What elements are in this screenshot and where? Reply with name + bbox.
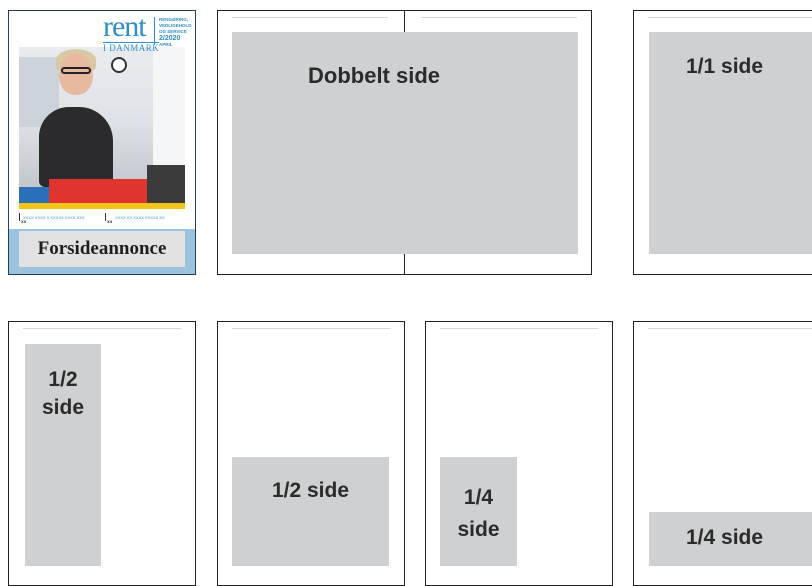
double-page-spread: Dobbelt side <box>217 10 592 275</box>
magazine-logo: rent I DANMARK <box>103 13 159 53</box>
half-page-vertical: 1/2 side <box>8 321 196 586</box>
issue-number: 2/2020 <box>159 35 180 42</box>
quarter-vertical-label: 1/4 side <box>440 482 517 546</box>
teaser-marker <box>19 213 20 221</box>
double-page-label: Dobbelt side <box>308 63 440 89</box>
quarter-page-horizontal: 1/4 side <box>633 321 812 586</box>
page-rule <box>23 328 181 329</box>
quarter-horizontal-label: 1/4 side <box>686 526 763 550</box>
page-rule <box>421 17 577 18</box>
half-horizontal-label: 1/2 side <box>232 479 389 503</box>
quarter-page-vertical: 1/4 side <box>425 321 613 586</box>
teaser-code: XX <box>107 219 112 224</box>
half-vertical-label-line: side <box>25 394 101 422</box>
logo-country: I DANMARK <box>103 42 159 53</box>
quarter-vertical-label-line: 1/4 <box>440 482 517 514</box>
page-rule <box>232 17 388 18</box>
half-horizontal-ad <box>232 457 389 566</box>
full-page: 1/1 side <box>633 10 812 275</box>
person-head <box>59 53 93 95</box>
quarter-vertical-label-line: side <box>440 514 517 546</box>
clock-icon <box>111 57 127 73</box>
page-rule <box>440 328 598 329</box>
teaser-text: XXXX XX XXXX XXXXX XX <box>115 215 165 220</box>
half-vertical-label: 1/2 side <box>25 366 101 422</box>
cover-page: rent I DANMARK RENGØRING, VEDLIGEHOLD OG… <box>8 10 196 275</box>
half-vertical-label-line: 1/2 <box>25 366 101 394</box>
full-page-label: 1/1 side <box>686 55 763 79</box>
page-rule <box>648 17 812 18</box>
cover-ad-label: Forsideannonce <box>19 231 185 267</box>
logo-divider <box>154 17 155 45</box>
page-rule <box>648 328 812 329</box>
teaser-code: XX <box>21 219 26 224</box>
logo-word: rent <box>103 13 159 41</box>
yellow-stripe <box>19 203 185 209</box>
half-page-horizontal: 1/2 side <box>217 321 405 586</box>
page-rule <box>232 328 390 329</box>
teaser-marker <box>105 213 106 221</box>
cover-photo <box>19 47 185 209</box>
issue-month: APRIL <box>159 42 173 47</box>
magazine-tagline: RENGØRING, VEDLIGEHOLD OG SERVICE <box>159 17 192 35</box>
teaser-text: XXXX XXXX X XXXXX XXXX XXX <box>23 215 85 220</box>
person-body <box>39 107 113 187</box>
glasses-icon <box>61 67 91 74</box>
